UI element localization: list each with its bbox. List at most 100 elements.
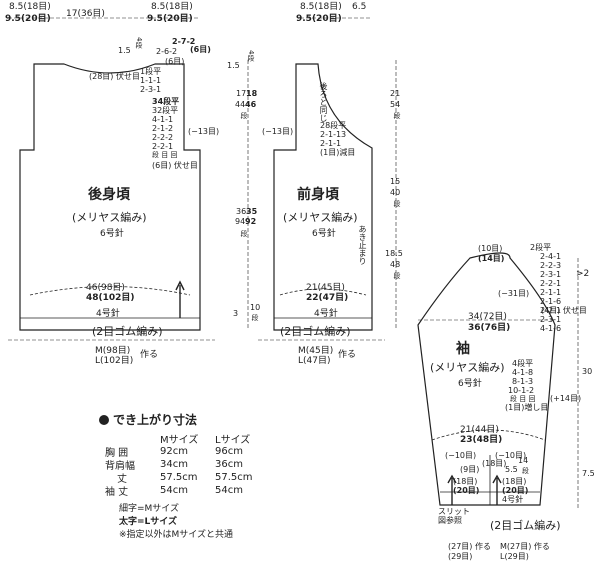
sleeve-outline bbox=[417, 252, 556, 506]
left-dim-body-m: 36 bbox=[236, 207, 247, 216]
left-dim-arm-rows-m: 44 bbox=[235, 100, 246, 109]
sleeve-cap-7: 2-2-1 bbox=[540, 306, 562, 315]
front-arm-total: (−13目) bbox=[262, 127, 294, 136]
sleeve-cap-6: 2-1-6 bbox=[540, 297, 562, 306]
left-dim-body-rows-l: 92 bbox=[245, 217, 257, 226]
left-dim-rib: 3 bbox=[233, 309, 239, 318]
sleeve-cast-m: (27目) 作る bbox=[448, 542, 491, 551]
back-arm-dec-2: 4-1-1 bbox=[152, 115, 174, 124]
front-rib: (2目ゴム編み) bbox=[280, 325, 351, 338]
size-m-value: 57.5cm bbox=[160, 472, 198, 483]
right-dim-low: 18.5 bbox=[385, 249, 403, 258]
sleeve-rib-needle: 4号針 bbox=[502, 495, 524, 504]
front-neck-dec-3: (1目)減目 bbox=[320, 148, 356, 157]
back-width-l: 48(102目) bbox=[86, 293, 135, 303]
back-cast-suffix: 作る bbox=[140, 350, 159, 360]
left-dim-body-unit: 段 bbox=[240, 230, 248, 237]
back-width-m: 46(98目) bbox=[86, 283, 125, 293]
right-dim-mid-unit: 段 bbox=[393, 200, 401, 207]
note-common: ※指定以外はMサイズと共通 bbox=[119, 530, 234, 540]
sleeve-cap-1: 2-4-1 bbox=[540, 252, 562, 261]
note-thin: 細字=Mサイズ bbox=[119, 504, 180, 514]
size-label: 袖 丈 bbox=[105, 487, 129, 498]
size-m-value: 92cm bbox=[160, 446, 188, 457]
bullet-icon bbox=[99, 415, 109, 425]
size-notes: 細字=Mサイズ 太字=Lサイズ ※指定以外はMサイズと共通 bbox=[119, 503, 233, 542]
sleeve-width-l: 36(76目) bbox=[468, 323, 511, 333]
sleeve-slit-a: (18目) bbox=[453, 477, 478, 486]
back-cast-m: M(98目) bbox=[95, 346, 131, 356]
back-neck-dec-a2: (6目) bbox=[190, 45, 211, 54]
left-dim-rib-rows: 10 bbox=[250, 303, 261, 312]
front-shoulder-l: 9.5(20目) bbox=[296, 14, 342, 24]
right-dim-neck-unit: 段 bbox=[393, 112, 401, 119]
table-row: 丈 57.5cm 57.5cm bbox=[105, 471, 275, 485]
back-cast-l: L(102目) bbox=[95, 356, 134, 366]
sleeve-title: 袖 bbox=[456, 341, 470, 357]
size-label: 背肩幅 bbox=[105, 461, 135, 472]
back-center-dec-1: 1-1-1 bbox=[140, 76, 162, 85]
sleeve-slit-ref: 図参照 bbox=[438, 516, 462, 525]
left-dim-arm-l: 18 bbox=[246, 89, 258, 98]
sleeve-side-dim-a: 30 bbox=[582, 367, 593, 376]
right-dim-neck-rows: 54 bbox=[390, 100, 401, 109]
left-dim-top: 1.5 bbox=[227, 61, 240, 70]
sleeve-stitch: (メリヤス編み) bbox=[430, 361, 505, 374]
sleeve-cap-8: 2-3-1 bbox=[540, 315, 562, 324]
front-neck-dec-2: 2-1-1 bbox=[320, 139, 342, 148]
back-shoulder-l2: 9.5(20目) bbox=[147, 14, 193, 24]
front-neck-width: 6.5 bbox=[352, 2, 367, 12]
right-dim-low-unit: 段 bbox=[393, 272, 401, 279]
front-rib-needle: 4号針 bbox=[314, 309, 338, 319]
back-shoulder-l: 9.5(20目) bbox=[5, 14, 51, 24]
front-neck-dec-0: 28段平 bbox=[320, 121, 347, 130]
sleeve-cuff-inner: (9目) bbox=[460, 465, 480, 474]
sleeve-top-l: (14目) bbox=[478, 254, 505, 263]
sleeve-width-m: 34(72目) bbox=[468, 312, 507, 322]
front-body-outline bbox=[273, 63, 373, 331]
sizes-col-m: Mサイズ bbox=[160, 435, 199, 446]
back-center-dec-2: 2-3-1 bbox=[140, 85, 162, 94]
table-row: 胸 囲 92cm 96cm bbox=[105, 445, 275, 459]
sizes-header-row: Mサイズ Lサイズ bbox=[105, 432, 275, 446]
back-arm-dec-1: 32段平 bbox=[152, 106, 179, 115]
left-dim-arm-m: 17 bbox=[236, 89, 247, 98]
front-cast-m: M(45目) bbox=[298, 346, 334, 356]
sleeve-rib: (2目ゴム編み) bbox=[490, 519, 561, 532]
back-rib: (2目ゴム編み) bbox=[92, 325, 163, 338]
back-neck-width: 17(36目) bbox=[66, 9, 105, 19]
back-neck-depth: 1.5 bbox=[118, 46, 131, 55]
sleeve-cap-bindoff: (4目) 伏せ目 bbox=[541, 306, 587, 315]
back-title: 後身頃 bbox=[88, 187, 130, 203]
sleeve-slit-a2: (20目) bbox=[453, 486, 480, 495]
back-arm-dec-5: 2-2-1 bbox=[152, 142, 174, 151]
front-neck-note: 後ろと同じ bbox=[319, 82, 328, 122]
sleeve-slit-note: スリット bbox=[438, 507, 470, 516]
back-shoulder-m2: 8.5(18目) bbox=[151, 2, 193, 12]
sizes-table: Mサイズ Lサイズ 胸 囲 92cm 96cm 背肩幅 34cm 36cm 丈 … bbox=[105, 432, 275, 498]
back-rib-needle: 4号針 bbox=[96, 309, 120, 319]
front-title: 前身頃 bbox=[297, 187, 339, 203]
sleeve-cap-5: 2-1-1 bbox=[540, 288, 562, 297]
size-m-value: 54cm bbox=[160, 485, 188, 496]
right-dim-low-rows: 48 bbox=[390, 260, 401, 269]
sleeve-cap-4: 2-2-1 bbox=[540, 279, 562, 288]
sleeve-cast-l: (29目) bbox=[448, 552, 473, 561]
back-center-dec-0: 1段平 bbox=[140, 67, 162, 76]
size-l-value: 54cm bbox=[215, 485, 243, 496]
back-shoulder-m: 8.5(18目) bbox=[9, 2, 51, 12]
sleeve-cuff-l: 23(48目) bbox=[460, 435, 503, 445]
left-dim-rib-unit: 段 bbox=[251, 314, 259, 321]
sleeve-inc-1: 4-1-8 bbox=[512, 368, 534, 377]
sleeve-cap-total: (−31目) bbox=[498, 289, 530, 298]
left-dim-arm-rows-l: 46 bbox=[245, 100, 257, 109]
front-shoulder-m: 8.5(18目) bbox=[300, 2, 342, 12]
back-neck-dec-b2: (6目) bbox=[165, 57, 185, 66]
back-arm-dec-6: 段 目 回 bbox=[152, 151, 178, 159]
size-m-value: 34cm bbox=[160, 459, 188, 470]
sleeve-side-c: 段 bbox=[522, 467, 529, 475]
sleeve-side-b: 5.5 bbox=[505, 465, 518, 474]
sleeve-cap-0: 2段平 bbox=[530, 243, 552, 252]
back-arm-bindoff: (6目) 伏せ目 bbox=[152, 161, 198, 170]
